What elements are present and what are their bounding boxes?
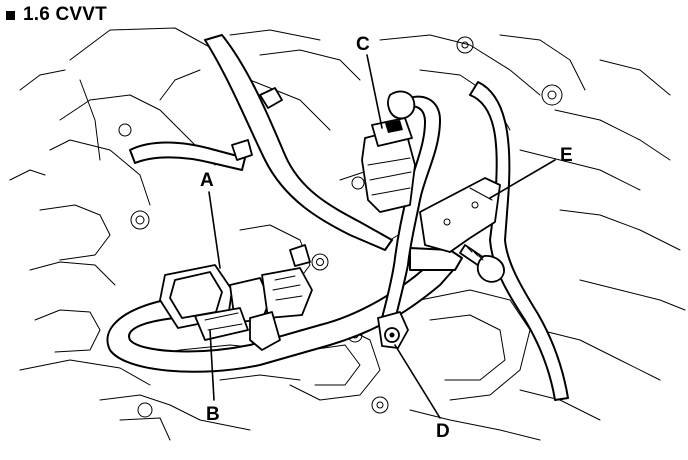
upper-hose (129, 34, 393, 251)
heading-bullet-icon (6, 10, 15, 20)
callout-label-d: D (436, 421, 450, 442)
callout-label-e: E (560, 145, 573, 166)
engine-block-outline (9, 27, 686, 441)
callout-label-b: B (206, 404, 220, 425)
mount-bolt (459, 244, 505, 283)
heading-title: 1.6 CVVT (23, 4, 107, 25)
sensor-connector-c (361, 90, 416, 213)
hose-clip-d (377, 311, 409, 349)
bolt-details (118, 36, 563, 418)
callout-label-a: A (200, 170, 214, 191)
diagram-heading: 1.6 CVVT (6, 4, 107, 26)
callout-label-c: C (356, 34, 370, 55)
right-pipe (469, 81, 569, 401)
hose-clips (231, 87, 311, 267)
callout-leaders (208, 54, 556, 419)
mounting-plate (419, 177, 501, 253)
oil-control-valve (159, 264, 313, 351)
